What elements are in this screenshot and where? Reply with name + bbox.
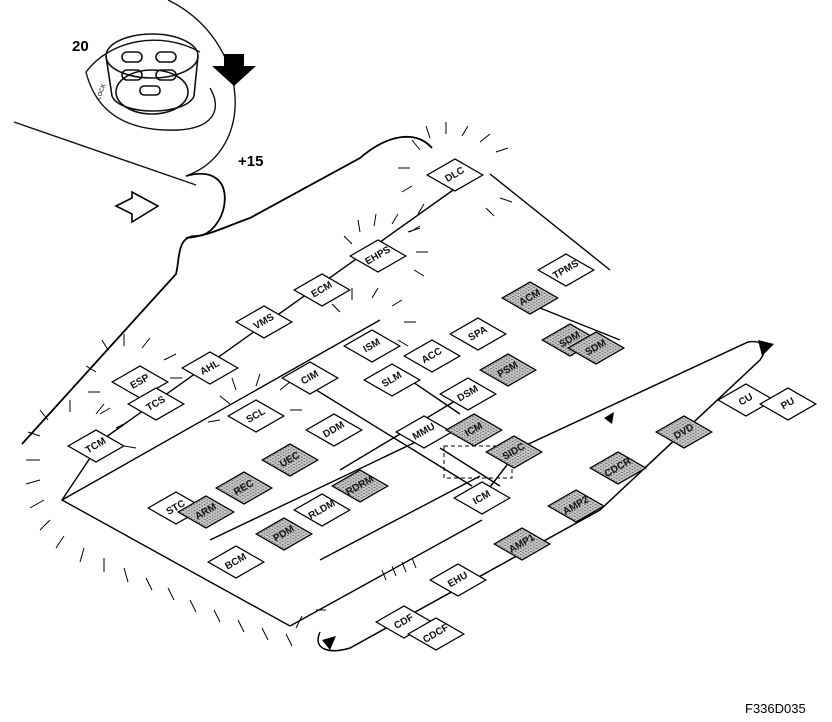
module-pdm: PDM xyxy=(254,517,314,551)
module-psm: PSM xyxy=(478,353,538,387)
fiber-ring xyxy=(317,340,765,652)
module-box xyxy=(292,493,352,527)
glow-rays xyxy=(25,122,513,647)
module-box xyxy=(492,527,552,561)
module-box xyxy=(214,471,274,505)
power-distribution-line xyxy=(185,135,433,239)
lock-label: LOCK xyxy=(96,83,107,100)
module-box xyxy=(566,331,626,365)
module-uec: UEC xyxy=(260,443,320,477)
module-amp1: AMP1 xyxy=(492,527,552,561)
module-box xyxy=(234,305,294,339)
module-box xyxy=(226,399,286,433)
module-acc: ACC xyxy=(402,339,462,373)
module-slm: SLM xyxy=(362,363,422,397)
module-pu: PU xyxy=(758,387,818,421)
module-box xyxy=(425,158,485,192)
module-tcs: TCS xyxy=(126,387,186,421)
module-cdcr: CDCR xyxy=(588,451,648,485)
module-cim: CIM xyxy=(280,361,340,395)
module-ddm: DDM xyxy=(304,413,364,447)
module-sdm2: SDM xyxy=(566,331,626,365)
module-box xyxy=(428,563,488,597)
module-dvd: DVD xyxy=(654,415,714,449)
module-dsm: DSM xyxy=(438,377,498,411)
signal-arrow-icon xyxy=(114,190,160,224)
module-rec: REC xyxy=(214,471,274,505)
module-box xyxy=(394,415,454,449)
module-box xyxy=(500,281,560,315)
module-ecm: ECM xyxy=(292,273,352,307)
module-box xyxy=(342,329,402,363)
module-box xyxy=(654,415,714,449)
module-box xyxy=(716,383,776,417)
module-vms: VMS xyxy=(234,305,294,339)
module-box xyxy=(66,429,126,463)
module-rdrm: RDRM xyxy=(330,469,390,503)
module-box xyxy=(348,239,408,273)
module-box xyxy=(588,451,648,485)
module-arm: ARM xyxy=(176,495,236,529)
module-scl: SCL xyxy=(226,399,286,433)
module-tpms: TPMS xyxy=(536,253,596,287)
module-box xyxy=(478,353,538,387)
module-box xyxy=(330,469,390,503)
module-box xyxy=(536,253,596,287)
module-ehps: EHPS xyxy=(348,239,408,273)
fiber-arrow-icon-2 xyxy=(322,636,336,650)
ignition-position-label: 20 xyxy=(72,38,89,55)
module-box xyxy=(438,377,498,411)
module-box xyxy=(452,481,512,515)
power-label: +15 xyxy=(238,153,263,170)
figure-id: F336D035 xyxy=(745,701,806,716)
module-sidc: SIDC xyxy=(484,435,544,469)
module-cu: CU xyxy=(716,383,776,417)
module-box xyxy=(546,489,606,523)
module-rldm: RLDM xyxy=(292,493,352,527)
module-box xyxy=(292,273,352,307)
module-box xyxy=(758,387,818,421)
module-box xyxy=(406,617,466,651)
module-acm: ACM xyxy=(500,281,560,315)
module-box xyxy=(362,363,422,397)
module-bcm: BCM xyxy=(206,545,266,579)
module-icm: ICM xyxy=(452,481,512,515)
module-ehu: EHU xyxy=(428,563,488,597)
module-box xyxy=(126,387,186,421)
module-box xyxy=(206,545,266,579)
module-ahl: AHL xyxy=(180,351,240,385)
module-box xyxy=(484,435,544,469)
module-box xyxy=(444,413,504,447)
ignition-switch xyxy=(105,33,199,115)
module-box xyxy=(260,443,320,477)
power-feed-line xyxy=(21,173,226,445)
module-box xyxy=(176,495,236,529)
fiber-arrow-icon xyxy=(758,340,774,356)
module-box xyxy=(254,517,314,551)
module-mmu: MMU xyxy=(394,415,454,449)
module-box xyxy=(304,413,364,447)
dashboard-outline xyxy=(13,0,236,186)
module-box xyxy=(180,351,240,385)
module-box xyxy=(280,361,340,395)
module-dlc: DLC xyxy=(425,158,485,192)
module-icm_shaded: ICM xyxy=(444,413,504,447)
turn-arrow-icon xyxy=(212,54,256,86)
module-cdcf: CDCF xyxy=(406,617,466,651)
module-box xyxy=(402,339,462,373)
module-box xyxy=(448,317,508,351)
module-ism: ISM xyxy=(342,329,402,363)
module-amp2: AMP2 xyxy=(546,489,606,523)
module-tcm: TCM xyxy=(66,429,126,463)
module-spa: SPA xyxy=(448,317,508,351)
fiber-arrow-icon-3 xyxy=(604,412,614,424)
